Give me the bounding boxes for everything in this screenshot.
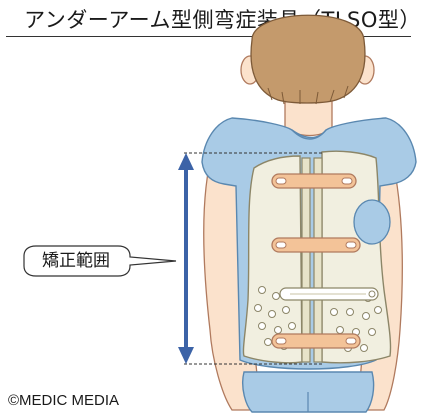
shirt-collar: [291, 129, 327, 140]
callout-bubble: [23, 245, 177, 277]
hair: [250, 14, 366, 104]
strap-middle: [271, 237, 361, 253]
brace-straps: [271, 173, 361, 349]
brace-uprights: [301, 157, 323, 363]
strap-tabs: [275, 177, 357, 345]
title-underline: [6, 36, 411, 37]
hair-strands: [267, 85, 349, 105]
thoracic-pad: [353, 199, 391, 245]
correction-range-arrow: [178, 153, 194, 364]
strap-lower: [271, 333, 361, 349]
correction-range-label: 矯正範囲: [42, 251, 110, 271]
strap-upper: [271, 173, 357, 189]
copyright-notice: ©MEDIC MEDIA: [8, 392, 120, 409]
buckle-strap: [279, 287, 379, 301]
correction-range-guides: [184, 152, 322, 365]
